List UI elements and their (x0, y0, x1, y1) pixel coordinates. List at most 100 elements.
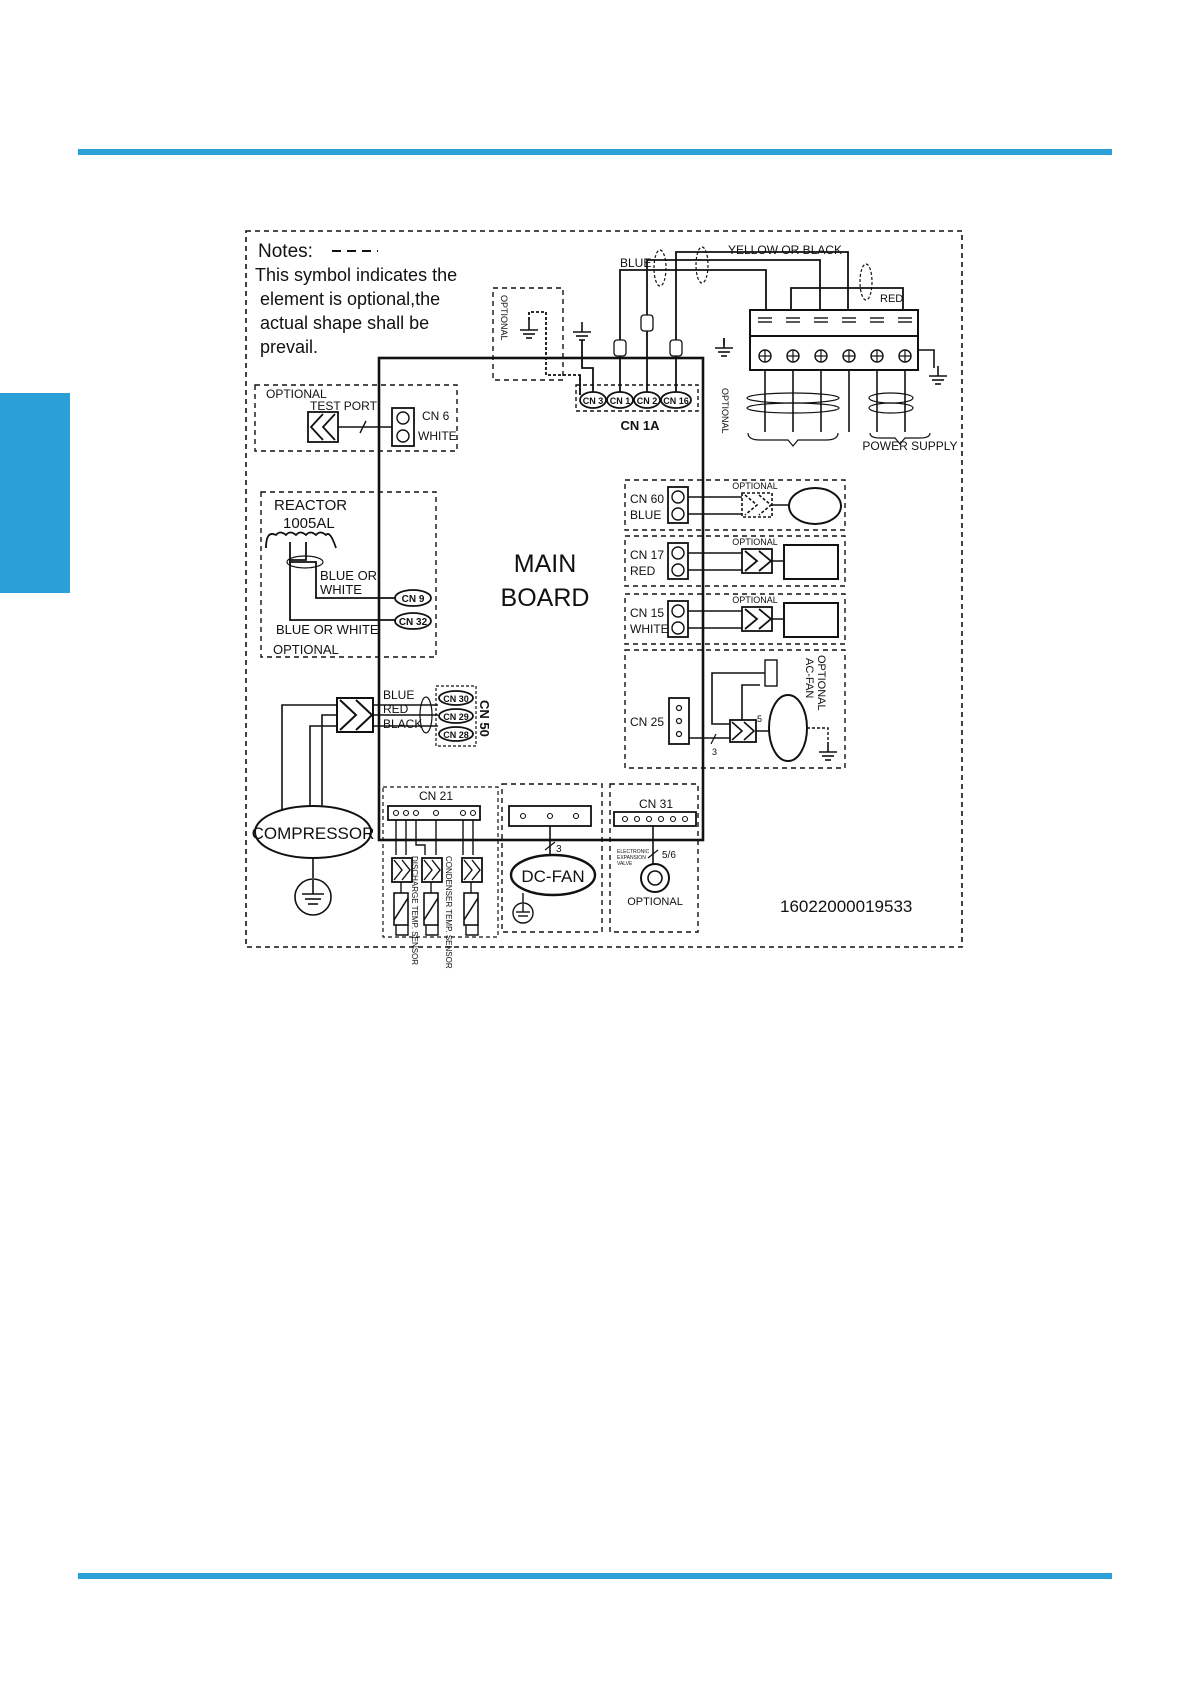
cn15-label: CN 15 (630, 606, 664, 620)
cn6-label: CN 6 (422, 409, 450, 423)
cn1-connector: CN 1 (606, 391, 634, 409)
compressor-ground-icon (294, 878, 332, 916)
ferrite-icon (613, 339, 627, 357)
cn60-group (624, 479, 846, 531)
cn21-group (382, 786, 499, 938)
cn60-connector (667, 486, 689, 524)
cn60-optional-label: OPTIONAL (732, 481, 778, 491)
dc-fan-wire-count: 3 (556, 844, 562, 855)
cn21-label: CN 21 (419, 789, 453, 803)
part-number: 16022000019533 (780, 897, 912, 916)
power-supply-bracket (869, 432, 931, 445)
cn25-wire-count: 3 (712, 747, 717, 757)
svg-text:CN 1: CN 1 (610, 396, 631, 406)
wire-blue-label: BLUE (620, 256, 651, 270)
cn60-color: BLUE (630, 508, 661, 522)
ground-icon (519, 319, 539, 339)
main-board-label-2: BOARD (501, 584, 590, 612)
ground-icon-cn3 (572, 321, 592, 341)
svg-text:CN 9: CN 9 (402, 594, 425, 605)
ac-fan-optional-label: OPTIONAL (815, 655, 827, 711)
cn17-group (624, 535, 846, 587)
cn9-connector: CN 9 (394, 589, 432, 607)
cn15-connector (667, 600, 689, 638)
cn29-connector: CN 29 (438, 708, 474, 724)
cn25-connector (668, 697, 690, 745)
bracket-line (747, 432, 839, 447)
cn17-label: CN 17 (630, 548, 664, 562)
dc-fan-connector (508, 805, 592, 827)
ferrite-icon (669, 339, 683, 357)
ground-icon-terminal (714, 337, 734, 357)
compressor-label: COMPRESSOR (252, 824, 375, 843)
chapter-side-tab (0, 393, 70, 593)
cn17-color: RED (630, 564, 656, 578)
test-port-icon (307, 411, 339, 443)
ac-fan-plug-icon (729, 719, 757, 743)
reactor-group (260, 491, 437, 658)
terminal-block (749, 309, 919, 371)
power-supply-label: POWER SUPPLY (862, 439, 957, 453)
notes-title: Notes: (258, 241, 313, 262)
eev-label-3: VALVE (617, 861, 633, 867)
svg-text:CN 3: CN 3 (583, 396, 604, 406)
cn15-optional-label: OPTIONAL (732, 595, 778, 605)
cn17-plug-icon (741, 548, 773, 574)
discharge-sensor-label: DISCHARGE TEMP. SENSOR (410, 856, 419, 965)
cn32-connector: CN 32 (394, 612, 432, 630)
condenser-sensor-label: CONDENSER TEMP. SENSOR (444, 856, 453, 969)
footer-rule (78, 1573, 1112, 1579)
cn60-device (788, 487, 842, 525)
cn21-connector (387, 805, 481, 821)
main-board-label-1: MAIN (514, 550, 577, 578)
compressor-plug-icon (336, 697, 374, 733)
ac-fan-label: AC-FAN (803, 658, 815, 698)
cn6-connector (391, 407, 415, 447)
reactor-model: 1005AL (283, 515, 335, 532)
cn1a-group (575, 384, 699, 412)
cn1a-label: CN 1A (620, 418, 660, 433)
test-port-group (254, 384, 458, 452)
notes-line-2: element is optional,the (260, 289, 440, 309)
reactor-coil (265, 531, 337, 549)
cn15-device (783, 602, 839, 638)
cn17-device (783, 544, 839, 580)
reactor-label: REACTOR (274, 497, 347, 514)
compressor-wire-blue: BLUE (383, 688, 414, 702)
notes-line-3: actual shape shall be (260, 313, 429, 333)
reactor-wire-label-3: BLUE OR WHITE (276, 622, 379, 637)
ground-icon-supply (928, 365, 948, 385)
cn17-connector (667, 542, 689, 580)
cn30-connector: CN 30 (438, 690, 474, 706)
cn25-label: CN 25 (630, 715, 664, 729)
dc-fan-label: DC-FAN (521, 867, 584, 886)
reactor-wire-label-2: WHITE (320, 582, 362, 597)
sensor-thermistor-icon (393, 892, 479, 926)
svg-text:CN 16: CN 16 (663, 396, 689, 406)
cn17-optional-label: OPTIONAL (732, 537, 778, 547)
optional-terminal-label: OPTIONAL (720, 388, 730, 434)
sensor-plug-icon (391, 857, 483, 883)
wire-red-label: RED (880, 293, 903, 305)
reactor-optional-label: OPTIONAL (273, 642, 339, 657)
cn50-group (435, 685, 477, 747)
eev-label-2: EXPANSION (617, 855, 646, 861)
cn60-plug-icon (741, 492, 773, 518)
wire-yellow-label: YELLOW OR BLACK (728, 243, 842, 257)
svg-text:CN 30: CN 30 (443, 694, 469, 704)
reactor-wire-label-1: BLUE OR (320, 568, 377, 583)
eev-optional-label: OPTIONAL (627, 896, 683, 908)
svg-text:CN 28: CN 28 (443, 730, 469, 740)
ac-fan-motor (768, 694, 808, 762)
eev-label-1: ELECTRONIC (617, 849, 650, 855)
dc-fan-motor (509, 853, 597, 897)
notes-line-4: prevail. (260, 337, 318, 357)
cn60-label: CN 60 (630, 492, 664, 506)
cn50-label: CN 50 (477, 700, 492, 737)
ground-icon-ac-fan (818, 741, 838, 761)
test-port-label: TEST PORT (310, 399, 378, 413)
ac-fan-wire-count: 5 (757, 714, 762, 724)
cn6-color: WHITE (418, 429, 457, 443)
eev-wire-count: 5/6 (662, 850, 676, 861)
